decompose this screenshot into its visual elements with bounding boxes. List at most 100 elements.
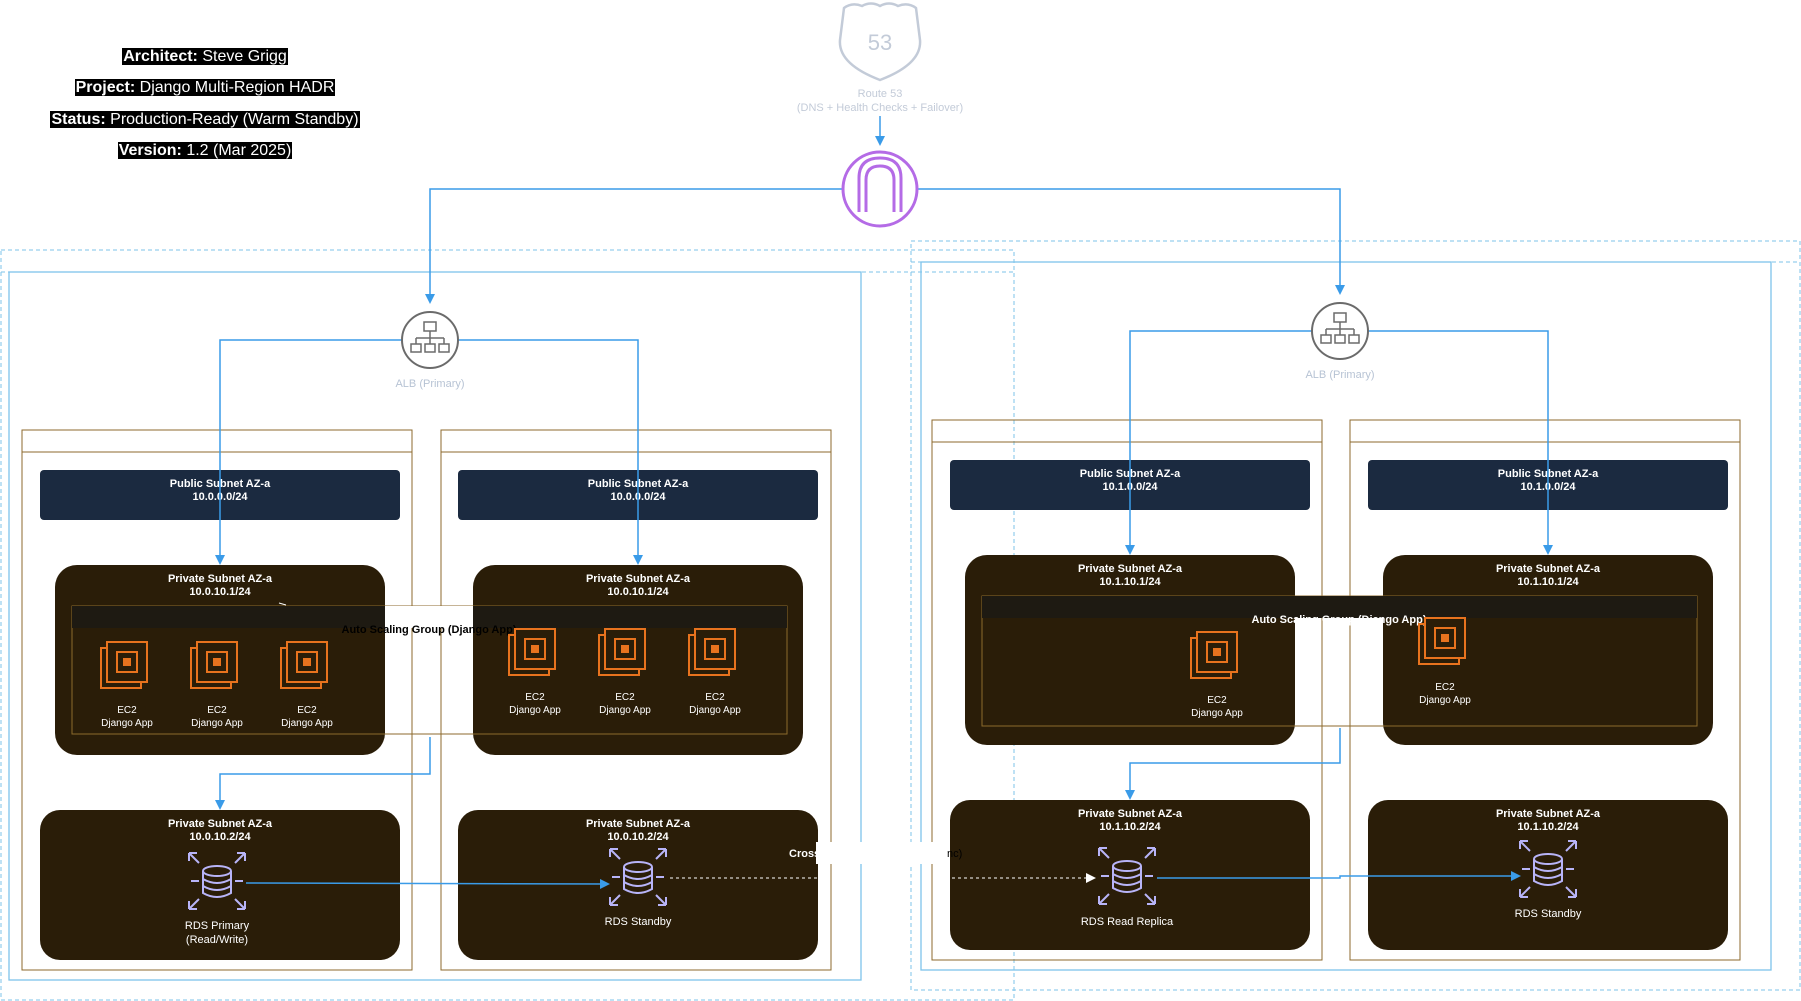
app-subnet-r1-cidr: 10.1.10.1/24: [1099, 576, 1161, 588]
az-frame-l2: [440, 429, 832, 971]
region-right-outer-dashed: [910, 240, 1801, 991]
rds-standby-left-label: RDS Standby: [605, 916, 672, 928]
alb-right-node: ALB (Primary): [1305, 302, 1375, 381]
ec2-sublabel: Django App: [599, 705, 651, 716]
app-subnet-r2-title: Private Subnet AZ-a: [1496, 563, 1601, 575]
db-subnet-r1: [950, 800, 1310, 950]
meta-status-value: Production-Ready (Warm Standby): [110, 111, 359, 128]
db-subnet-r1-title: Private Subnet AZ-a: [1078, 808, 1183, 820]
app-subnet-r2-cidr: 10.1.10.1/24: [1517, 576, 1579, 588]
ec2-group-l2: EC2 Django App EC2 Django App EC2 Django…: [508, 628, 741, 716]
rds-icon: [1519, 840, 1577, 898]
alb-left-label: ALB (Primary): [395, 378, 464, 390]
meta-version-value: 1.2 (Mar 2025): [186, 142, 292, 159]
asg-left-label: Auto Scaling Group (Django App): [342, 624, 517, 636]
ec2-label: EC2: [705, 692, 725, 703]
ec2-group-l1: EC2 Django App EC2 Django App EC2 Django…: [100, 641, 333, 729]
ec2-icon: [190, 641, 238, 689]
alb-right-label: ALB (Primary): [1305, 369, 1374, 381]
ec2-sublabel: Django App: [281, 718, 333, 729]
db-subnet-r1-cidr: 10.1.10.2/24: [1099, 821, 1161, 833]
route53-node: 53 Route 53 (DNS + Health Checks + Failo…: [797, 2, 963, 114]
asg-right-header: [982, 596, 1697, 618]
rds-standby-left: RDS Standby: [605, 848, 672, 928]
app-subnet-r1-title: Private Subnet AZ-a: [1078, 563, 1183, 575]
az-frame-r1: [931, 419, 1323, 961]
arrow-igw-alb-left: [425, 188, 843, 304]
connectors: [215, 116, 1553, 889]
ec2-sublabel: Django App: [689, 705, 741, 716]
route53-shield-number: 53: [868, 30, 892, 55]
meta-project: Project: Django Multi-Region HADR: [0, 78, 410, 98]
cross-region-label-right: nc): [947, 848, 962, 860]
rds-read-replica-label: RDS Read Replica: [1081, 916, 1174, 928]
ec2-label: EC2: [1207, 695, 1227, 706]
ec2-group-r2: EC2 Django App: [1418, 617, 1471, 706]
asg-left: Auto Scaling Group (Django App): [71, 602, 788, 735]
db-subnet-l1-cidr: 10.0.10.2/24: [189, 831, 251, 843]
arrow-asg-right-db: [1125, 728, 1341, 800]
db-subnet-l1-title: Private Subnet AZ-a: [168, 818, 273, 830]
meta-version: Version: 1.2 (Mar 2025): [0, 141, 410, 161]
route53-shield-icon: [838, 2, 922, 82]
region-right: [910, 240, 1801, 991]
db-subnet-l2-title: Private Subnet AZ-a: [586, 818, 691, 830]
db-subnet-r2-title: Private Subnet AZ-a: [1496, 808, 1601, 820]
arrow-rds-primary-standby: [245, 878, 610, 889]
ec2-icon: [688, 628, 736, 676]
ec2-icon: [1418, 617, 1466, 665]
meta-status-label: Status:: [51, 111, 106, 128]
meta-architect: Architect: Steve Grigg: [0, 47, 410, 67]
meta-architect-label: Architect:: [123, 48, 198, 65]
route53-sublabel: (DNS + Health Checks + Failover): [797, 102, 963, 114]
app-subnet-l1-title: Private Subnet AZ-a: [168, 573, 273, 585]
az-frame-r2: [1349, 419, 1741, 961]
ec2-icon: [280, 641, 328, 689]
rds-standby-right-label: RDS Standby: [1515, 908, 1582, 920]
db-subnet-r2-cidr: 10.1.10.2/24: [1517, 821, 1579, 833]
ec2-label: EC2: [117, 705, 137, 716]
ec2-icon: [598, 628, 646, 676]
ec2-sublabel: Django App: [1191, 708, 1243, 719]
arrow-alb-left-az1: [215, 339, 402, 565]
internet-gateway-node: [841, 150, 919, 228]
cross-region-label-left: Cross: [789, 848, 820, 860]
asg-right-label: Auto Scaling Group (Django App): [1252, 614, 1427, 626]
private-db-subnets: Private Subnet AZ-a 10.0.10.2/24 Private…: [40, 800, 1728, 960]
app-subnet-l2-title: Private Subnet AZ-a: [586, 573, 691, 585]
meta-project-value: Django Multi-Region HADR: [139, 79, 335, 96]
app-subnet-l2-cidr: 10.0.10.1/24: [607, 586, 669, 598]
rds-icon: [609, 848, 667, 906]
rds-primary: RDS Primary (Read/Write): [185, 852, 250, 946]
ec2-icon: [100, 641, 148, 689]
arrow-alb-right-az1: [1125, 330, 1312, 555]
cross-region-label-mask: [816, 842, 942, 864]
ec2-sublabel: Django App: [191, 718, 243, 729]
ec2-icon: [1190, 631, 1238, 679]
ec2-sublabel: Django App: [509, 705, 561, 716]
meta-architect-value: Steve Grigg: [202, 48, 287, 65]
rds-standby-right: RDS Standby: [1515, 840, 1582, 920]
route53-label: Route 53: [858, 88, 903, 100]
meta-version-label: Version:: [118, 142, 182, 159]
meta-project-label: Project:: [75, 79, 136, 96]
arrow-asg-left-db: [215, 737, 431, 810]
arrow-igw-alb-right: [918, 188, 1345, 295]
ec2-sublabel: Django App: [101, 718, 153, 729]
ec2-icon: [508, 628, 556, 676]
rds-read-replica: RDS Read Replica: [1081, 847, 1174, 928]
ec2-label: EC2: [207, 705, 227, 716]
rds-icon: [1098, 847, 1156, 905]
app-subnet-l1-cidr: 10.0.10.1/24: [189, 586, 251, 598]
alb-left-node: ALB (Primary): [395, 311, 465, 390]
arrow-alb-left-az2: [458, 339, 643, 565]
arrow-rds-replica-standby: [1157, 871, 1521, 881]
ec2-label: EC2: [525, 692, 545, 703]
ec2-sublabel: Django App: [1419, 695, 1471, 706]
rds-primary-sublabel: (Read/Write): [186, 934, 248, 946]
arrow-alb-right-az2: [1368, 330, 1553, 555]
az-frames: [21, 419, 1741, 971]
internet-gateway-icon: [841, 150, 919, 228]
public-subnets: Public Subnet AZ-a 10.0.0.0/24 Public Su…: [40, 460, 1728, 520]
ec2-label: EC2: [1435, 682, 1455, 693]
